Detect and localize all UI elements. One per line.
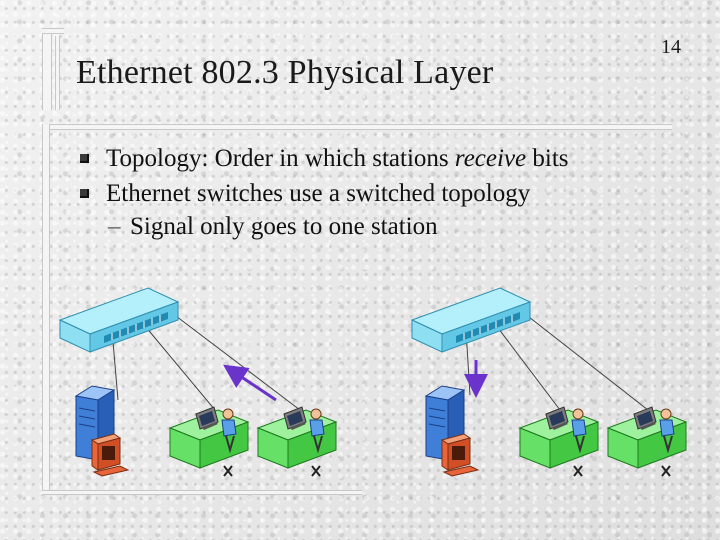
signal-arrow-icon — [223, 364, 277, 402]
frame-left-accent — [55, 36, 60, 110]
sub-bullet-dash: – — [108, 213, 121, 240]
page-number: 14 — [661, 36, 681, 58]
workstation-icon — [519, 406, 599, 477]
bullet-text: Ethernet switches use a switched topolog… — [106, 180, 531, 207]
workstation-icon — [169, 406, 249, 477]
workstation-icon — [607, 406, 687, 477]
bullet-text: Topology: Order in which stations — [106, 145, 455, 172]
bullet-text-end: bits — [526, 145, 569, 172]
frame-mid-rule — [42, 124, 672, 130]
bullet-square-icon — [80, 154, 89, 163]
bullet-item: Ethernet switches use a switched topolog… — [78, 176, 678, 211]
switch-icon — [59, 287, 179, 353]
switch-icon — [411, 287, 531, 353]
server-icon — [425, 385, 479, 477]
sub-bullet-item: – Signal only goes to one station — [78, 211, 678, 243]
frame-top-accent — [42, 28, 64, 34]
frame-left-bar-body — [42, 124, 50, 494]
server-icon — [75, 385, 129, 477]
frame-bottom-rule — [42, 490, 362, 495]
frame-left-bar-top — [42, 28, 52, 110]
bullet-emphasis: receive — [454, 145, 527, 172]
switched-panel-right — [411, 287, 687, 477]
switched-panel-left — [59, 287, 337, 477]
slide-title: Ethernet 802.3 Physical Layer — [76, 54, 494, 91]
bullet-square-icon — [80, 189, 89, 198]
sub-bullet-text: Signal only goes to one station — [130, 213, 438, 240]
bullet-item: Topology: Order in which stations receiv… — [78, 141, 678, 176]
bullet-list: Topology: Order in which stations receiv… — [78, 141, 678, 243]
workstation-icon — [257, 406, 337, 477]
network-diagram — [59, 287, 687, 477]
